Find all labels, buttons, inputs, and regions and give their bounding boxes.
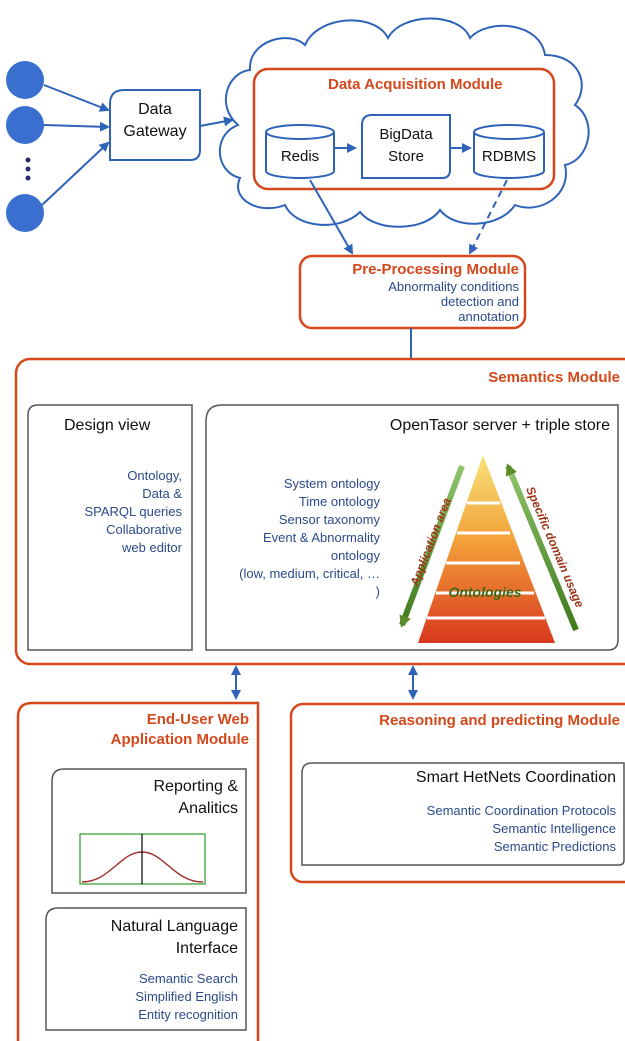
nli-title: Natural Language Interface xyxy=(56,916,238,960)
bigdata-label: BigData Store xyxy=(362,124,450,168)
redis-cylinder xyxy=(265,124,335,179)
pyramid-label: Ontologies xyxy=(448,584,522,600)
application-area-arrow xyxy=(399,464,465,628)
nli-title-line1: Natural Language xyxy=(110,918,238,935)
enduser-module-title: End-User Web Application Module xyxy=(24,710,249,750)
preprocessing-description: Abnormality conditions detection and ann… xyxy=(305,279,519,324)
nli-line: Semantic Search xyxy=(139,971,238,986)
design-view-line: Ontology, xyxy=(127,468,182,483)
edge-node1-gateway xyxy=(43,84,110,112)
hetnets-box xyxy=(301,762,625,866)
nli-title-line2: Interface xyxy=(175,940,238,957)
server-title: OpenTasor server + triple store xyxy=(389,417,610,434)
edge-rdbms-preprocessing xyxy=(469,179,508,255)
design-view-box xyxy=(27,404,193,651)
semantics-module-title: Semantics Module xyxy=(488,369,620,386)
edge-redis-preprocessing xyxy=(309,179,353,255)
server-line: (low, medium, critical, … xyxy=(239,566,380,581)
design-view-line: Data & xyxy=(142,486,182,501)
server-line: Time ontology xyxy=(298,494,380,509)
server-line: Event & Abnormality xyxy=(262,530,380,545)
acquisition-module-title: Data Acquisition Module xyxy=(328,76,503,93)
preprocessing-line: detection and xyxy=(440,294,519,309)
edge-node3-gateway xyxy=(41,141,110,206)
reporting-title-line2: Analitics xyxy=(178,800,238,817)
bigdata-label-line2: Store xyxy=(388,148,424,165)
gateway-label-line1: Data xyxy=(138,101,172,118)
server-ontology-list: System ontology Time ontology Sensor tax… xyxy=(214,475,380,601)
gateway-box xyxy=(109,89,201,161)
design-view-line: SPARQL queries xyxy=(84,504,182,519)
gateway-label: Data Gateway xyxy=(110,99,200,143)
nli-description: Semantic Search Simplified English Entit… xyxy=(56,970,238,1024)
hetnets-line: Semantic Intelligence xyxy=(492,821,616,836)
preprocessing-module-title: Pre-Processing Module xyxy=(352,261,519,278)
server-line: ontology xyxy=(330,548,380,563)
edge-node2-gateway xyxy=(43,121,110,132)
hetnets-line: Semantic Predictions xyxy=(493,839,616,854)
server-line: Sensor taxonomy xyxy=(278,512,380,527)
server-line: System ontology xyxy=(283,476,380,491)
preprocessing-line: annotation xyxy=(458,309,519,324)
ontology-pyramid xyxy=(418,455,555,643)
nli-box xyxy=(45,907,247,1031)
hetnets-description: Semantic Coordination Protocols Semantic… xyxy=(310,802,616,856)
source-node-3 xyxy=(6,194,44,232)
redis-label: Redis xyxy=(280,148,320,165)
reporting-title-line1: Reporting & xyxy=(153,778,239,795)
hetnets-line: Semantic Coordination Protocols xyxy=(426,803,616,818)
design-view-line: Collaborative xyxy=(106,522,182,537)
nli-line: Simplified English xyxy=(135,989,238,1004)
source-node-1 xyxy=(6,61,44,99)
design-view-line: web editor xyxy=(122,540,182,555)
gateway-label-line2: Gateway xyxy=(123,123,187,140)
enduser-title-line2: Application Module xyxy=(110,731,249,748)
preprocessing-module-box xyxy=(298,254,527,330)
bigdata-store-box xyxy=(361,114,451,179)
specific-domain-arrow xyxy=(505,463,579,632)
server-line: ) xyxy=(375,584,380,599)
bigdata-label-line1: BigData xyxy=(379,126,433,143)
enduser-title-line1: End-User Web xyxy=(146,711,249,728)
reasoning-module-title: Reasoning and predicting Module xyxy=(379,712,620,729)
preprocessing-line: Abnormality conditions xyxy=(388,279,519,294)
design-view-title: Design view xyxy=(64,417,151,434)
edge-gateway-cloud xyxy=(199,116,234,127)
rdbms-label: RDBMS xyxy=(481,148,537,165)
reporting-title: Reporting & Analitics xyxy=(60,776,239,820)
source-node-2 xyxy=(6,106,44,144)
hetnets-title: Smart HetNets Coordination xyxy=(415,769,616,786)
gaussian-chart xyxy=(79,833,206,885)
rdbms-cylinder xyxy=(473,124,545,179)
ellipsis-dots xyxy=(25,157,31,181)
nli-line: Entity recognition xyxy=(138,1007,238,1022)
design-view-description: Ontology, Data & SPARQL queries Collabor… xyxy=(40,467,182,557)
